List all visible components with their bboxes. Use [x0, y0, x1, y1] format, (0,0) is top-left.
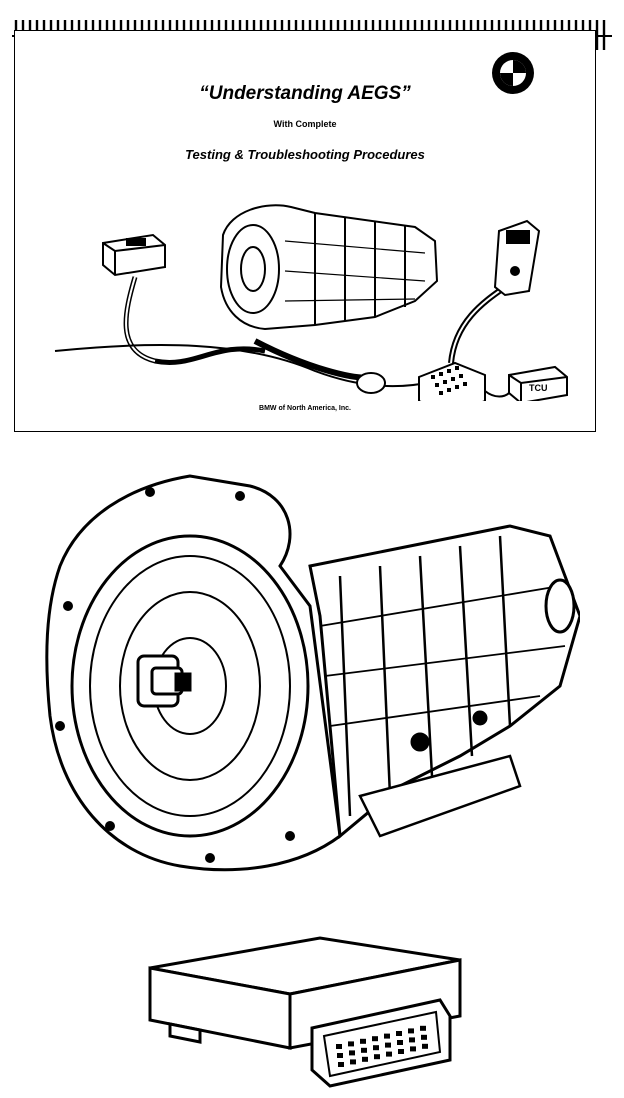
cover-title: “Understanding AEGS” [199, 83, 411, 104]
cover-illustration: TCU [54, 204, 568, 401]
ecu-box-small [102, 233, 166, 277]
transmission-illustration [45, 474, 580, 872]
cover-subtitle-procedures: Testing & Troubleshooting Procedures [185, 147, 425, 162]
cover-publisher: BMW of North America, Inc. [259, 405, 351, 412]
bmw-roundel-icon [492, 52, 534, 94]
diagnostic-tester [418, 361, 486, 401]
tcu-label: TCU [529, 383, 548, 393]
control-module-illustration [148, 936, 462, 1088]
transmission-small [219, 204, 439, 331]
manual-cover: “Understanding AEGS” With Complete Testi… [14, 30, 596, 432]
handheld-reader [493, 219, 541, 297]
cover-subtitle: With Complete [273, 119, 337, 129]
